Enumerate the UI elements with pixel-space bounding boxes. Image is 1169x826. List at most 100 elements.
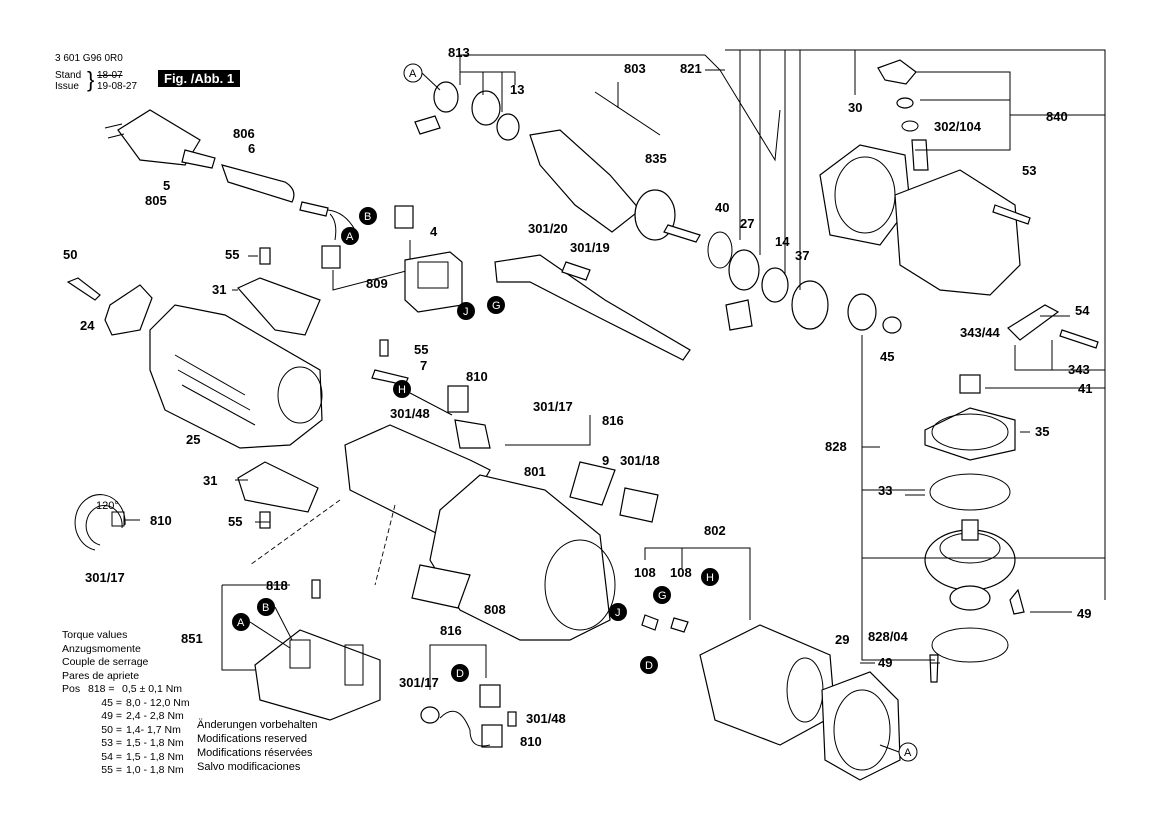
switch-module-drawing [404, 251, 463, 313]
bevel-gear-drawing [924, 519, 1016, 611]
spindle-lock-drawing [877, 59, 929, 171]
label-343: 343 [1068, 362, 1090, 377]
label-301-20: 301/20 [528, 221, 568, 236]
label-54: 54 [1075, 303, 1090, 318]
label-806: 806 [233, 126, 255, 141]
svg-text:H: H [706, 572, 714, 584]
label-301-18: 301/18 [620, 453, 660, 468]
label-6: 6 [248, 141, 255, 156]
torque-row-value: 1,5 - 1,8 Nm [126, 750, 184, 763]
torque-title-es: Pares de apriete [62, 669, 140, 682]
stand-label: Stand [55, 70, 82, 81]
note-en: Modifications reserved [197, 733, 308, 745]
callout-g-switch: G [487, 296, 505, 314]
svg-text:G: G [492, 300, 501, 312]
label-851: 851 [181, 631, 203, 646]
torque-row-value: 1,5 - 1,8 Nm [126, 737, 184, 749]
label-828: 828 [825, 439, 847, 454]
label-810-bottom: 810 [520, 734, 542, 749]
label-31-top: 31 [212, 282, 226, 297]
label-816-bottom: 816 [440, 623, 462, 638]
torque-row-value: 0,5 ± 0,1 Nm [122, 683, 183, 695]
svg-text:D: D [456, 668, 464, 680]
label-835: 835 [645, 151, 667, 166]
label-13: 13 [510, 82, 524, 97]
gear-housing-drawing [819, 144, 1021, 296]
cord-leads-drawing [327, 209, 356, 241]
oring-828-04-drawing [931, 627, 1009, 663]
callout-a-cord: A [341, 227, 359, 245]
motor-housing-cover-drawing [149, 304, 323, 449]
callout-a-endcap: A [898, 742, 918, 762]
screw-53-drawing [992, 204, 1031, 225]
label-301-48-bottom: 301/48 [526, 711, 566, 726]
label-5: 5 [163, 178, 170, 193]
label-816-mid: 816 [602, 413, 624, 428]
svg-text:B: B [364, 211, 371, 223]
label-55-bottom: 55 [228, 514, 242, 529]
note-fr: Modifications réservées [197, 747, 313, 759]
figure-badge: Fig. /Abb. 1 [158, 70, 241, 87]
label-301-17-bottom: 301/17 [399, 675, 439, 690]
torque-row-value: 2,4 - 2,8 Nm [126, 710, 184, 722]
screw-55-top-drawing [259, 247, 271, 265]
stand-date: 18-07 [97, 70, 123, 81]
torque-row: 50 =1,4- 1,7 Nm [62, 724, 216, 738]
callout-h-coil: H [701, 568, 719, 586]
label-828-04: 828/04 [868, 629, 909, 644]
svg-text:G: G [658, 590, 667, 602]
torque-row-pos: 49 = [101, 710, 122, 722]
torsion-spring-drawing [74, 494, 126, 551]
torque-row: 55 =1,0 - 1,8 Nm [62, 764, 216, 778]
torque-row-pos: 45 = [101, 696, 122, 709]
label-35: 35 [1035, 424, 1049, 439]
screw-50-drawing [66, 277, 101, 301]
flange-35-drawing [924, 407, 1016, 461]
torque-title-de: Anzugsmomente [62, 642, 141, 655]
svg-text:J: J [463, 306, 469, 318]
screw-818-drawing [311, 579, 321, 599]
torque-row: Pos 818 = 0,5 ± 0,1 Nm [62, 683, 216, 697]
callout-b-holder: B [257, 598, 275, 616]
label-803: 803 [624, 61, 646, 76]
brush-108a-drawing [641, 614, 659, 631]
label-25: 25 [186, 432, 200, 447]
angle-label: 120° [96, 500, 119, 512]
armature-drawing [529, 129, 701, 243]
cover-plate-31-bottom-drawing [237, 461, 319, 513]
pinion-drawing [847, 293, 902, 334]
label-55-mid: 55 [414, 342, 428, 357]
issue-label: Issue [55, 81, 79, 92]
torque-row: 54 = 1,5 - 1,8 Nm [62, 751, 216, 765]
torque-row-label: Pos [62, 683, 81, 695]
switch-lever-drawing [494, 254, 691, 361]
label-821: 821 [680, 61, 702, 76]
screw-55-bottom-drawing [259, 511, 271, 529]
torque-row-pos: 818 = [88, 683, 115, 695]
brush-holder-816-drawing [447, 385, 491, 449]
end-cap-29-drawing [821, 671, 901, 781]
label-41: 41 [1078, 381, 1092, 396]
label-808: 808 [484, 602, 506, 617]
label-813: 813 [448, 45, 470, 60]
torque-row: 49 = 2,4 - 2,8 Nm [62, 710, 216, 724]
oring-33-drawing [929, 473, 1011, 511]
label-108-b: 108 [670, 565, 692, 580]
electronic-holder-851-drawing [254, 629, 381, 721]
field-coil-drawing [699, 624, 836, 746]
callout-j-switch: J [457, 302, 475, 320]
svg-text:A: A [904, 747, 912, 759]
svg-text:H: H [398, 384, 406, 396]
label-33: 33 [878, 483, 892, 498]
torque-row-value: 1,0 - 1,8 Nm [126, 764, 184, 776]
callout-a-holder: A [232, 613, 250, 631]
callout-d-brush: D [451, 664, 469, 682]
nut-41-drawing [959, 374, 981, 394]
torque-row-pos: 54 = [101, 750, 122, 763]
note-de: Änderungen vorbehalten [197, 719, 318, 731]
label-panel-9-drawing [569, 461, 616, 506]
brush-108b-drawing [670, 617, 689, 633]
screw-49-bottom-drawing [929, 654, 939, 683]
torque-values-table: Torque values Anzugsmomente Couple de se… [62, 629, 216, 778]
